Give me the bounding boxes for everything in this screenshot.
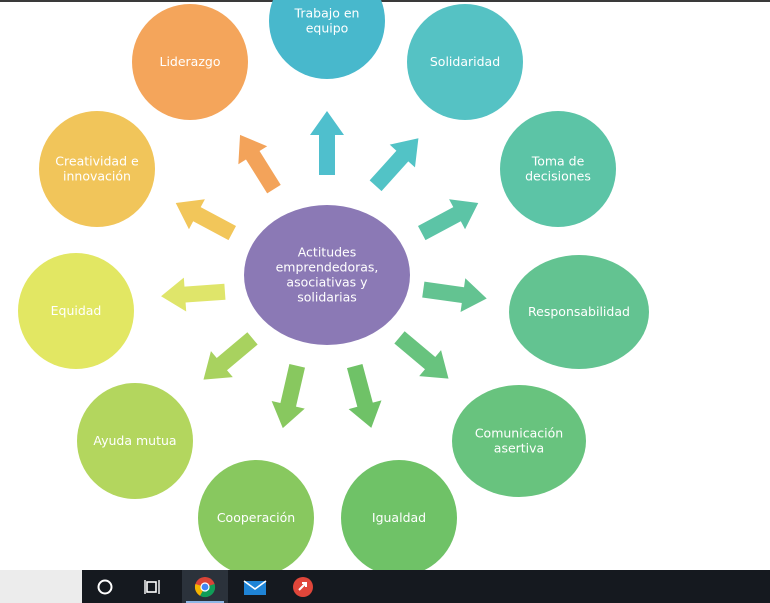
node-7: Ayuda mutua xyxy=(77,383,193,499)
label-line: emprendedoras, xyxy=(276,260,379,275)
node-10: Liderazgo xyxy=(132,4,248,120)
arrow-4 xyxy=(394,331,449,379)
label-line: Solidaridad xyxy=(430,54,500,69)
node-8: Equidad xyxy=(18,253,134,369)
node-label: Ayuda mutua xyxy=(93,433,176,448)
arrow-10 xyxy=(238,134,281,194)
label-line: Ayuda mutua xyxy=(93,433,176,448)
arrow-3 xyxy=(422,278,487,312)
window-top-border xyxy=(0,0,770,2)
node-1: Solidaridad xyxy=(407,4,523,120)
node-circle xyxy=(269,0,385,79)
label-line: Liderazgo xyxy=(159,54,220,69)
mail-icon[interactable] xyxy=(232,570,278,603)
label-line: Equidad xyxy=(51,303,102,318)
arrows-layer xyxy=(161,111,487,429)
label-line: Igualdad xyxy=(372,510,426,525)
arrow-0 xyxy=(310,111,344,175)
search-circle-icon[interactable] xyxy=(82,570,128,603)
label-line: solidarias xyxy=(297,290,357,305)
node-circle xyxy=(407,4,523,120)
arrow-8 xyxy=(161,277,226,312)
label-line: equipo xyxy=(306,21,349,36)
node-label: Igualdad xyxy=(372,510,426,525)
label-line: asertiva xyxy=(494,441,544,456)
chrome-icon[interactable] xyxy=(182,570,228,603)
arrow-1 xyxy=(369,138,419,192)
arrow-9 xyxy=(175,199,237,241)
node-label: Cooperación xyxy=(217,510,295,525)
label-line: Comunicación xyxy=(475,426,563,441)
label-line: Toma de xyxy=(531,154,585,169)
node-5: Igualdad xyxy=(341,460,457,570)
node-circle xyxy=(77,383,193,499)
node-circle xyxy=(198,460,314,570)
node-label: Equidad xyxy=(51,303,102,318)
node-6: Cooperación xyxy=(198,460,314,570)
label-line: Responsabilidad xyxy=(528,304,630,319)
arrow-2 xyxy=(417,199,479,241)
node-circle xyxy=(39,111,155,227)
label-line: Cooperación xyxy=(217,510,295,525)
arrow-6 xyxy=(271,364,305,429)
arrow-5 xyxy=(346,364,382,428)
center-ellipse xyxy=(244,205,410,345)
windows-taskbar xyxy=(0,570,770,603)
node-label: Liderazgo xyxy=(159,54,220,69)
label-line: decisiones xyxy=(525,169,591,184)
label-line: asociativas y xyxy=(286,275,368,290)
node-circle xyxy=(509,255,649,369)
label-line: Creatividad e xyxy=(55,154,139,169)
label-line: Trabajo en xyxy=(294,6,360,21)
label-line: innovación xyxy=(63,169,131,184)
node-label: Responsabilidad xyxy=(528,304,630,319)
node-label: Solidaridad xyxy=(430,54,500,69)
node-3: Responsabilidad xyxy=(509,255,649,369)
node-circle xyxy=(132,4,248,120)
task-view-icon[interactable] xyxy=(130,570,176,603)
node-circle xyxy=(341,460,457,570)
node-circle xyxy=(452,385,586,497)
taskbar-search-area[interactable] xyxy=(0,570,82,603)
label-line: Actitudes xyxy=(298,245,357,260)
node-circle xyxy=(500,111,616,227)
remote-desktop-icon[interactable] xyxy=(280,570,326,603)
node-circle xyxy=(18,253,134,369)
arrow-7 xyxy=(203,332,258,380)
